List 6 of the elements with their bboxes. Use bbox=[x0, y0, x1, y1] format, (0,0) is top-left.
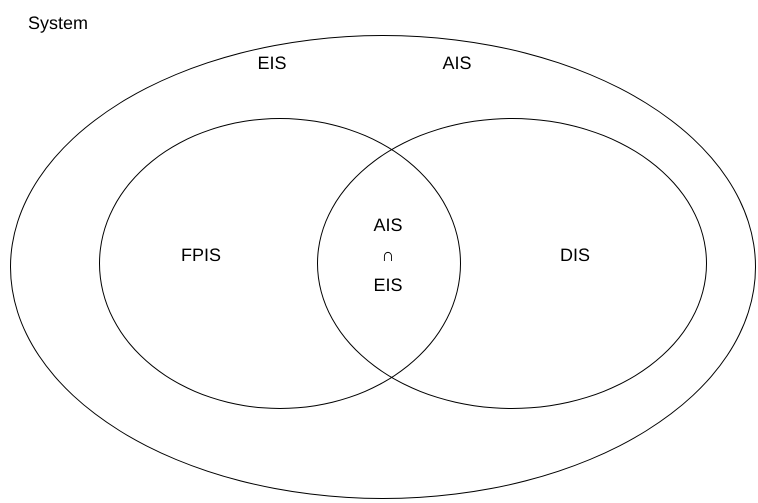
set-label: System bbox=[28, 12, 88, 34]
region-label: AIS ∩ EIS bbox=[372, 214, 404, 297]
region-label: DIS bbox=[558, 244, 591, 267]
region-label: FPIS bbox=[180, 244, 222, 267]
set-label: AIS bbox=[442, 52, 472, 74]
set-label: EIS bbox=[258, 52, 286, 74]
